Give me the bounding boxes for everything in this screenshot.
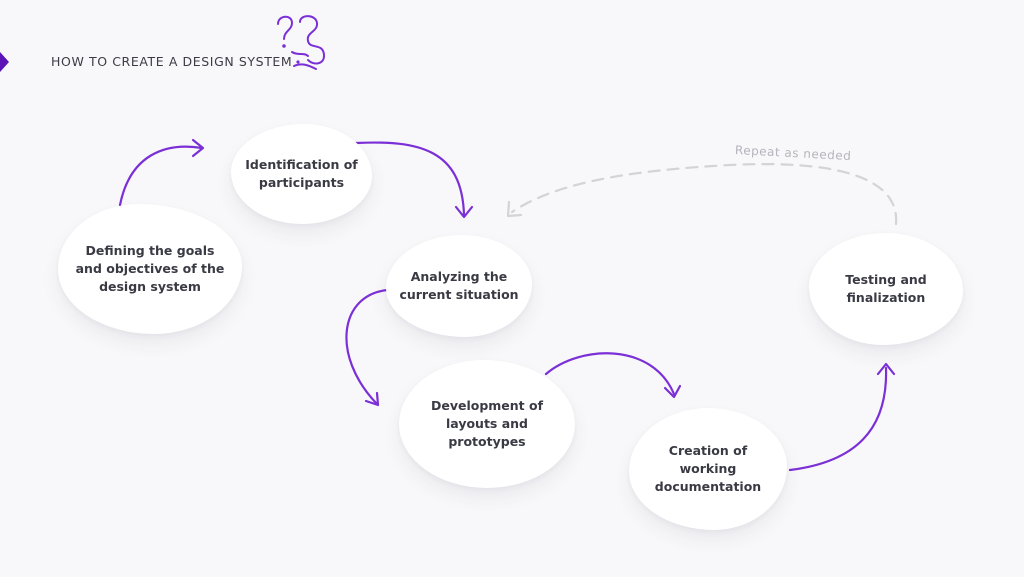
- step-goals: Defining the goals and objectives of the…: [58, 204, 242, 334]
- page-title: HOW TO CREATE A DESIGN SYSTEM: [51, 54, 293, 69]
- question-doodle-icon: [277, 15, 326, 70]
- step-participants-label: Identification of participants: [245, 157, 358, 190]
- step-analyzing: Analyzing the current situation: [386, 235, 532, 337]
- header-marker: [0, 52, 9, 72]
- arrow-analyzing-to-development: [345, 288, 390, 407]
- step-documentation: Creation of working documentation: [629, 408, 787, 530]
- arrow-goals-to-participants: [118, 138, 205, 207]
- arrow-repeat-loop: [506, 162, 898, 226]
- step-testing: Testing and finalization: [809, 233, 963, 345]
- step-participants: Identification of participants: [231, 124, 372, 224]
- arrow-development-to-documentation: [544, 352, 682, 399]
- arrow-participants-to-analyzing: [354, 141, 474, 219]
- step-development-label: Development of layouts and prototypes: [430, 398, 544, 449]
- step-documentation-label: Creation of working documentation: [654, 443, 762, 494]
- step-analyzing-label: Analyzing the current situation: [399, 269, 519, 302]
- step-development: Development of layouts and prototypes: [399, 360, 575, 488]
- arrow-documentation-to-testing: [788, 362, 896, 472]
- step-goals-label: Defining the goals and objectives of the…: [75, 243, 225, 294]
- step-testing-label: Testing and finalization: [845, 272, 927, 305]
